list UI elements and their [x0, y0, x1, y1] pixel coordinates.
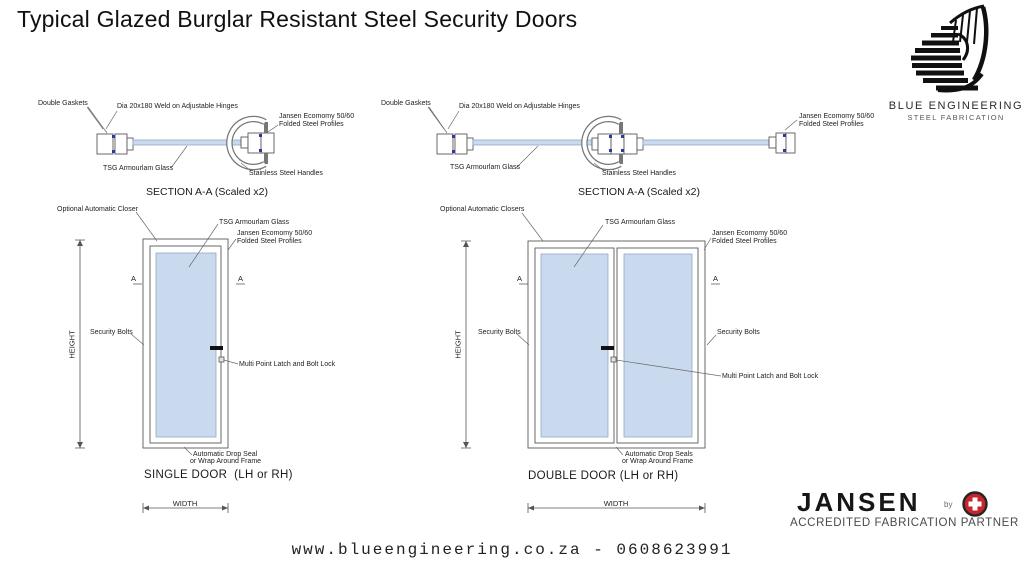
dim-width: WIDTH — [603, 499, 629, 508]
label-seal-1: Automatic Drop Seal — [193, 451, 258, 458]
caption-section-single: SECTION A-A (Scaled x2) — [146, 186, 268, 198]
label-handles: Stainless Steel Handles — [602, 170, 676, 177]
section-mark-a-left: A — [131, 274, 137, 283]
jansen-swiss-cross-icon — [962, 491, 988, 517]
section-mark-a-right: A — [238, 274, 244, 283]
page-title: Typical Glazed Burglar Resistant Steel S… — [17, 6, 578, 32]
dim-height: HEIGHT — [67, 330, 77, 359]
latch-point — [610, 356, 617, 363]
glass-panel-left — [540, 253, 609, 438]
label-profiles-2: Folded Steel Profiles — [712, 238, 777, 245]
caption-double-door: DOUBLE DOOR (LH or RH) — [528, 470, 679, 482]
section-double-drawing — [427, 106, 798, 172]
label-seal-1: Automatic Drop Seals — [625, 451, 693, 458]
door-handle — [601, 346, 614, 350]
gasket-mark — [112, 135, 115, 138]
label-double-gaskets: Double Gaskets — [381, 100, 431, 107]
label-seal-2: or Wrap Around Frame — [190, 458, 262, 465]
label-closer: Optional Automatic Closer — [57, 206, 138, 213]
caption-section-double: SECTION A-A (Scaled x2) — [578, 186, 700, 198]
label-security-bolts: Security Bolts — [90, 329, 133, 336]
label-hinges: Dia 20x180 Weld on Adjustable Hinges — [459, 103, 580, 110]
label-profiles-1: Jansen Ecomomy 50/60 — [237, 230, 313, 237]
label-handles: Stainless Steel Handles — [249, 170, 323, 177]
dim-width: WIDTH — [172, 499, 198, 508]
label-profiles-2: Folded Steel Profiles — [279, 121, 344, 128]
glass-section — [132, 139, 242, 146]
blue-engineering-tagline: STEEL FABRICATION — [907, 113, 1005, 122]
label-glass: TSG Armourlam Glass — [103, 165, 174, 172]
label-profiles-1: Jansen Ecomomy 50/60 — [279, 113, 355, 120]
single-door-elevation — [75, 211, 245, 513]
dim-height: HEIGHT — [453, 330, 463, 359]
jansen-tagline: ACCREDITED FABRICATION PARTNER — [790, 517, 1019, 529]
label-hinges: Dia 20x180 Weld on Adjustable Hinges — [117, 103, 238, 110]
label-profiles-2: Folded Steel Profiles — [799, 121, 864, 128]
caption-single-door: SINGLE DOOR (LH or RH) — [144, 469, 293, 481]
label-latch: Multi Point Latch and Bolt Lock — [722, 373, 819, 380]
blue-engineering-name: BLUE ENGINEERING — [888, 100, 1024, 112]
glass-panel-right — [623, 253, 693, 438]
latch-point — [218, 356, 225, 363]
jansen-wordmark: JANSEN — [797, 487, 921, 517]
label-profiles-1: Jansen Ecomomy 50/60 — [799, 113, 875, 120]
label-glass: TSG Armourlam Glass — [219, 219, 290, 226]
door-handle — [210, 346, 223, 350]
section-mark-a-right: A — [713, 274, 719, 283]
jansen-by-text: by — [944, 500, 953, 509]
section-mark-a-left: A — [517, 274, 523, 283]
label-glass: TSG Armourlam Glass — [605, 219, 676, 226]
label-latch: Multi Point Latch and Bolt Lock — [239, 361, 336, 368]
label-closer: Optional Automatic Closers — [440, 206, 525, 213]
label-glass: TSG Armourlam Glass — [450, 164, 521, 171]
glass-panel — [155, 252, 217, 438]
double-door-elevation — [461, 212, 722, 513]
label-profiles-1: Jansen Ecomomy 50/60 — [712, 230, 788, 237]
label-security-bolts-left: Security Bolts — [478, 329, 521, 336]
footer-contact: www.blueengineering.co.za - 0608623991 — [291, 541, 733, 559]
section-single-drawing — [86, 106, 279, 172]
label-seal-2: or Wrap Around Frame — [622, 458, 694, 465]
label-profiles-2: Folded Steel Profiles — [237, 238, 302, 245]
label-double-gaskets: Double Gaskets — [38, 100, 88, 107]
blue-engineering-logo-icon — [911, 4, 989, 93]
label-security-bolts-right: Security Bolts — [717, 329, 760, 336]
